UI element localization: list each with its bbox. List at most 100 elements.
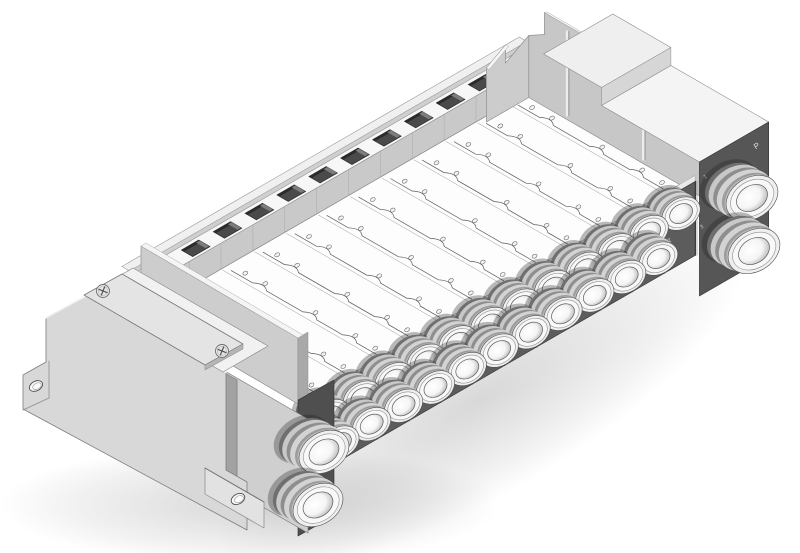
valve-station-plate bbox=[286, 233, 442, 322]
valve-station-plate bbox=[445, 141, 602, 230]
connector-slot bbox=[404, 110, 434, 129]
bracket-back-leg-top-edge bbox=[486, 44, 509, 70]
slot-inner-shadow bbox=[404, 111, 425, 123]
block-top-chamfer-left bbox=[45, 293, 91, 319]
plate-screw-hole bbox=[448, 278, 454, 283]
station-divider-line bbox=[477, 122, 631, 212]
a-bracket-top-edge bbox=[140, 242, 304, 339]
plate-screw-hole bbox=[465, 142, 472, 147]
plate-screw-hole bbox=[436, 309, 442, 314]
plate-screw-hole bbox=[599, 144, 605, 150]
station-divider-line bbox=[286, 233, 440, 322]
plate-screw-hole bbox=[416, 296, 422, 302]
plate-screw-hole bbox=[472, 218, 478, 224]
push-in-fitting-port4 bbox=[323, 368, 382, 415]
left-end-fitting-upper bbox=[273, 414, 350, 475]
station-divider-line bbox=[445, 141, 599, 230]
plate-screw-hole bbox=[517, 134, 523, 139]
fitting-bore bbox=[302, 491, 334, 519]
slot-inner-wall bbox=[451, 93, 465, 101]
plate-screw-hole bbox=[372, 345, 378, 351]
ear-edge bbox=[22, 397, 50, 411]
shadow-main bbox=[215, 228, 745, 553]
plate-screw-hole bbox=[575, 204, 582, 210]
connector-slot bbox=[244, 202, 275, 221]
screw-head-inner bbox=[217, 346, 227, 356]
fitting-bore bbox=[391, 395, 416, 417]
connector-slot bbox=[340, 147, 370, 165]
connector-slot bbox=[212, 221, 243, 239]
plate-screw-hole bbox=[326, 244, 332, 250]
plate-screw-hole bbox=[312, 310, 319, 316]
slot-inner-shadow bbox=[436, 92, 457, 105]
slot-inner-shadow bbox=[372, 129, 393, 142]
plate-screw-hole bbox=[595, 217, 602, 222]
valve-station-plate bbox=[477, 122, 633, 212]
slot-inner-wall bbox=[355, 148, 369, 157]
plate-screw-hole bbox=[468, 290, 474, 296]
plate-screw-hole bbox=[338, 215, 344, 221]
port-label-3: 3 bbox=[699, 224, 705, 231]
plate-screw-hole bbox=[308, 382, 315, 388]
slot-inner-shadow bbox=[245, 203, 266, 215]
fitting-bore bbox=[455, 358, 480, 380]
screw-slot bbox=[100, 286, 106, 296]
plate-screw-hole bbox=[529, 105, 535, 110]
valve-station-plate bbox=[318, 214, 474, 304]
valve-station-plate bbox=[413, 159, 570, 249]
fitting-bore bbox=[487, 340, 512, 361]
port-label-2: 2 bbox=[667, 238, 673, 245]
connector-slot bbox=[372, 129, 402, 147]
plate-screw-hole bbox=[242, 270, 249, 276]
right-end-fitting-upper bbox=[699, 159, 779, 221]
fitting-bore bbox=[736, 184, 768, 212]
valve-station-plate bbox=[222, 269, 378, 359]
plate-screw-hole bbox=[306, 234, 312, 239]
phillips-screw bbox=[215, 344, 229, 358]
a-bracket-edge-face bbox=[297, 331, 309, 405]
plate-screw-hole bbox=[549, 115, 555, 121]
push-in-fitting-port2 bbox=[556, 266, 615, 313]
plate-screw-hole bbox=[480, 259, 486, 265]
ear-bolt-hole-inner bbox=[234, 495, 244, 504]
right-end-port-fittings bbox=[699, 159, 781, 274]
slot-inner-shadow bbox=[277, 184, 297, 197]
plate-screw-hole bbox=[497, 123, 503, 129]
port-label-1: 1 bbox=[703, 174, 709, 181]
fitting-bore bbox=[519, 321, 543, 343]
plate-screw-hole bbox=[274, 252, 280, 258]
plate-screw-hole bbox=[262, 281, 268, 287]
slot-inner-shadow bbox=[213, 221, 234, 234]
plate-screw-hole bbox=[607, 186, 613, 191]
station-divider-line bbox=[350, 196, 503, 285]
phillips-screw bbox=[96, 284, 110, 298]
station-divider-line bbox=[509, 104, 663, 193]
slot-inner-shadow bbox=[308, 166, 329, 178]
fitting-bore bbox=[738, 237, 770, 265]
fitting-bore bbox=[669, 203, 693, 224]
plate-screw-hole bbox=[567, 163, 574, 168]
plate-screw-hole bbox=[543, 222, 550, 228]
fitting-bore bbox=[646, 248, 671, 269]
ear-notch-shadow bbox=[204, 467, 265, 503]
plate-screw-hole bbox=[421, 189, 428, 195]
screw-head-inner bbox=[98, 286, 108, 296]
plate-screw-hole bbox=[404, 327, 410, 333]
fitting-bore bbox=[423, 377, 448, 398]
station-divider-line bbox=[254, 251, 408, 341]
fitting-bore bbox=[614, 266, 639, 288]
cover-plate bbox=[83, 273, 244, 371]
fitting-bore bbox=[359, 413, 384, 435]
connector-slot bbox=[181, 239, 211, 257]
plate-screw-hole bbox=[659, 180, 665, 185]
plate-screw-hole bbox=[499, 272, 506, 277]
plate-screw-hole bbox=[511, 241, 518, 247]
station-divider-line bbox=[318, 214, 472, 304]
port-label-P: P bbox=[752, 141, 761, 151]
slot-inner-wall bbox=[228, 222, 241, 230]
valve-station-plate bbox=[381, 177, 538, 267]
connector-slot bbox=[276, 184, 306, 202]
plate-screw-hole bbox=[627, 198, 633, 204]
